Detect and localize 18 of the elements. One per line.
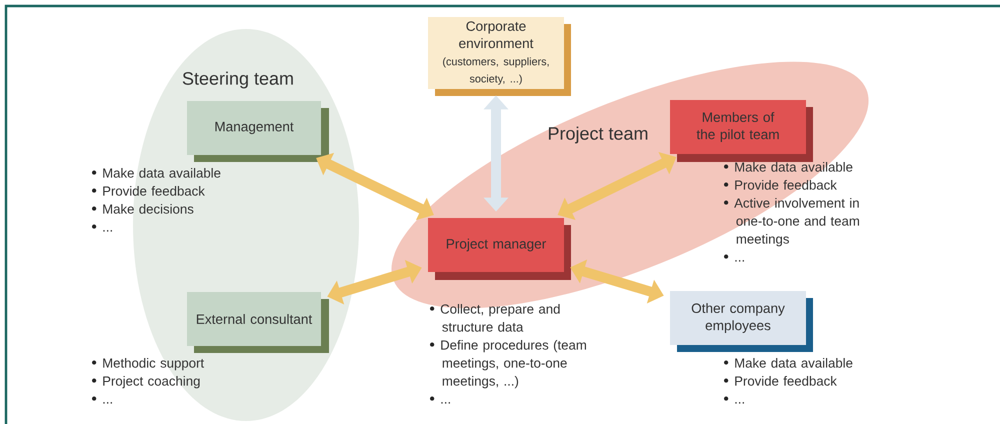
node-label: Make data available [735, 162, 852, 172]
bullet-list: Methodic support Project coaching ... [92, 358, 204, 404]
bullet-list: Make data available Provide feedback ... [724, 358, 852, 404]
node-label: Make data available [103, 168, 220, 178]
node-label: Active involvement in one-to-one and team meetings [734, 198, 860, 246]
process-box: Corporate environment (customers, suppliers, society, ...) [428, 17, 571, 96]
node-label: Provide feedback [735, 180, 837, 190]
process-box: Members of the pilot team [670, 100, 814, 162]
node-label: Make decisions [103, 204, 194, 214]
process-box: External consultant [187, 292, 329, 353]
node-label: ... [103, 230, 112, 232]
bullet-list: Make data available Provide feedback Active involvement in one-to-one and team meetings ... [724, 162, 859, 262]
node-label: ... [735, 260, 744, 262]
process-box: Management [187, 101, 329, 162]
process-box: Project manager [428, 218, 571, 280]
bullet-list: Make data available Provide feedback Make decisions ... [92, 168, 220, 232]
node-label: Provide feedback [103, 186, 205, 196]
process-box: Other company employees [670, 291, 814, 352]
